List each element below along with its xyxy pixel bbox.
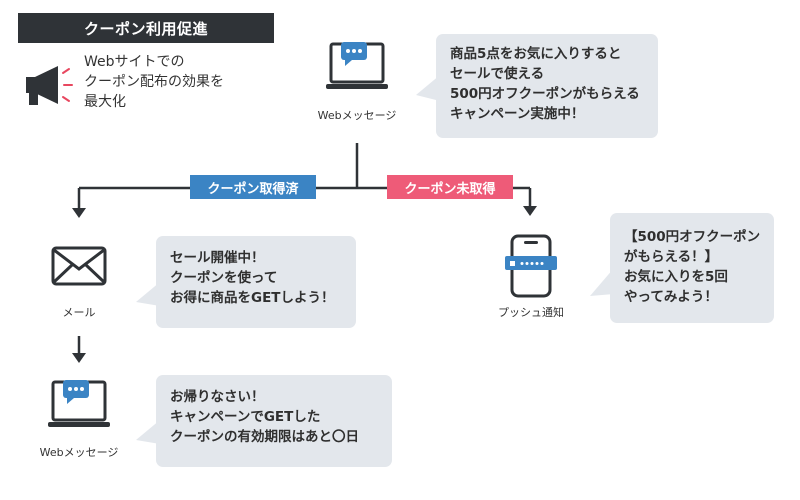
bubble-line: セールで使える <box>450 66 545 82</box>
push-notification-bubble: 【500円オフクーポン がもらえる！】 お気に入りを5回 やってみよう！ <box>610 213 774 323</box>
smartphone-notification-icon <box>505 234 557 298</box>
web-message-label: Webメッセージ <box>39 446 119 459</box>
bubble-line: クーポンを使って <box>170 270 278 286</box>
bubble-line: お帰りなさい！ <box>170 389 265 405</box>
bubble-tail <box>136 420 160 444</box>
bubble-line: がもらえる！】 <box>624 249 719 265</box>
web-message-bubble: 商品5点をお気に入りすると セールで使える 500円オフクーポンがもらえる キャ… <box>436 34 658 138</box>
bubble-line: 500円オフクーポンがもらえる <box>450 86 640 102</box>
laptop-chat-icon <box>326 42 388 89</box>
bubble-line: キャンペーンでGETした <box>170 409 321 425</box>
purpose-line: クーポン配布の効果を <box>84 74 224 90</box>
bubble-line: お気に入りを5回 <box>624 269 728 285</box>
page-title: クーポン利用促進 <box>18 13 274 43</box>
megaphone-icon <box>26 66 73 105</box>
purpose-line: Webサイトでの <box>84 54 185 70</box>
laptop-chat-icon <box>48 380 110 427</box>
arrow-down-icon <box>72 353 86 363</box>
bubble-line: やってみよう！ <box>624 289 718 305</box>
bubble-line: クーポンの有効期限はあと〇日 <box>170 429 359 445</box>
bubble-line: 【500円オフクーポン <box>624 229 761 245</box>
bubble-tail <box>136 282 160 306</box>
mail-bubble: セール開催中！ クーポンを使って お得に商品をGETしよう！ <box>156 236 356 328</box>
web-message-label: Webメッセージ <box>317 109 397 122</box>
bubble-line: キャンペーン実施中！ <box>450 106 585 122</box>
bubble-line: 商品5点をお気に入りすると <box>450 46 622 62</box>
web-message-bubble: お帰りなさい！ キャンペーンでGETした クーポンの有効期限はあと〇日 <box>156 375 392 467</box>
mail-label: メール <box>62 306 96 319</box>
coupon-not-acquired-tag: クーポン未取得 <box>387 175 513 199</box>
purpose-line: 最大化 <box>84 94 126 110</box>
mail-icon <box>51 246 107 286</box>
bubble-line: セール開催中！ <box>170 250 265 266</box>
bubble-tail <box>590 268 614 296</box>
bubble-line: お得に商品をGETしよう！ <box>170 290 335 306</box>
campaign-purpose: Webサイトでの クーポン配布の効果を 最大化 <box>84 52 224 112</box>
push-notification-label: プッシュ通知 <box>498 306 564 319</box>
arrow-down-icon <box>523 206 537 216</box>
bubble-tail <box>416 75 440 101</box>
coupon-acquired-tag: クーポン取得済 <box>190 175 316 199</box>
arrow-down-icon <box>72 208 86 218</box>
